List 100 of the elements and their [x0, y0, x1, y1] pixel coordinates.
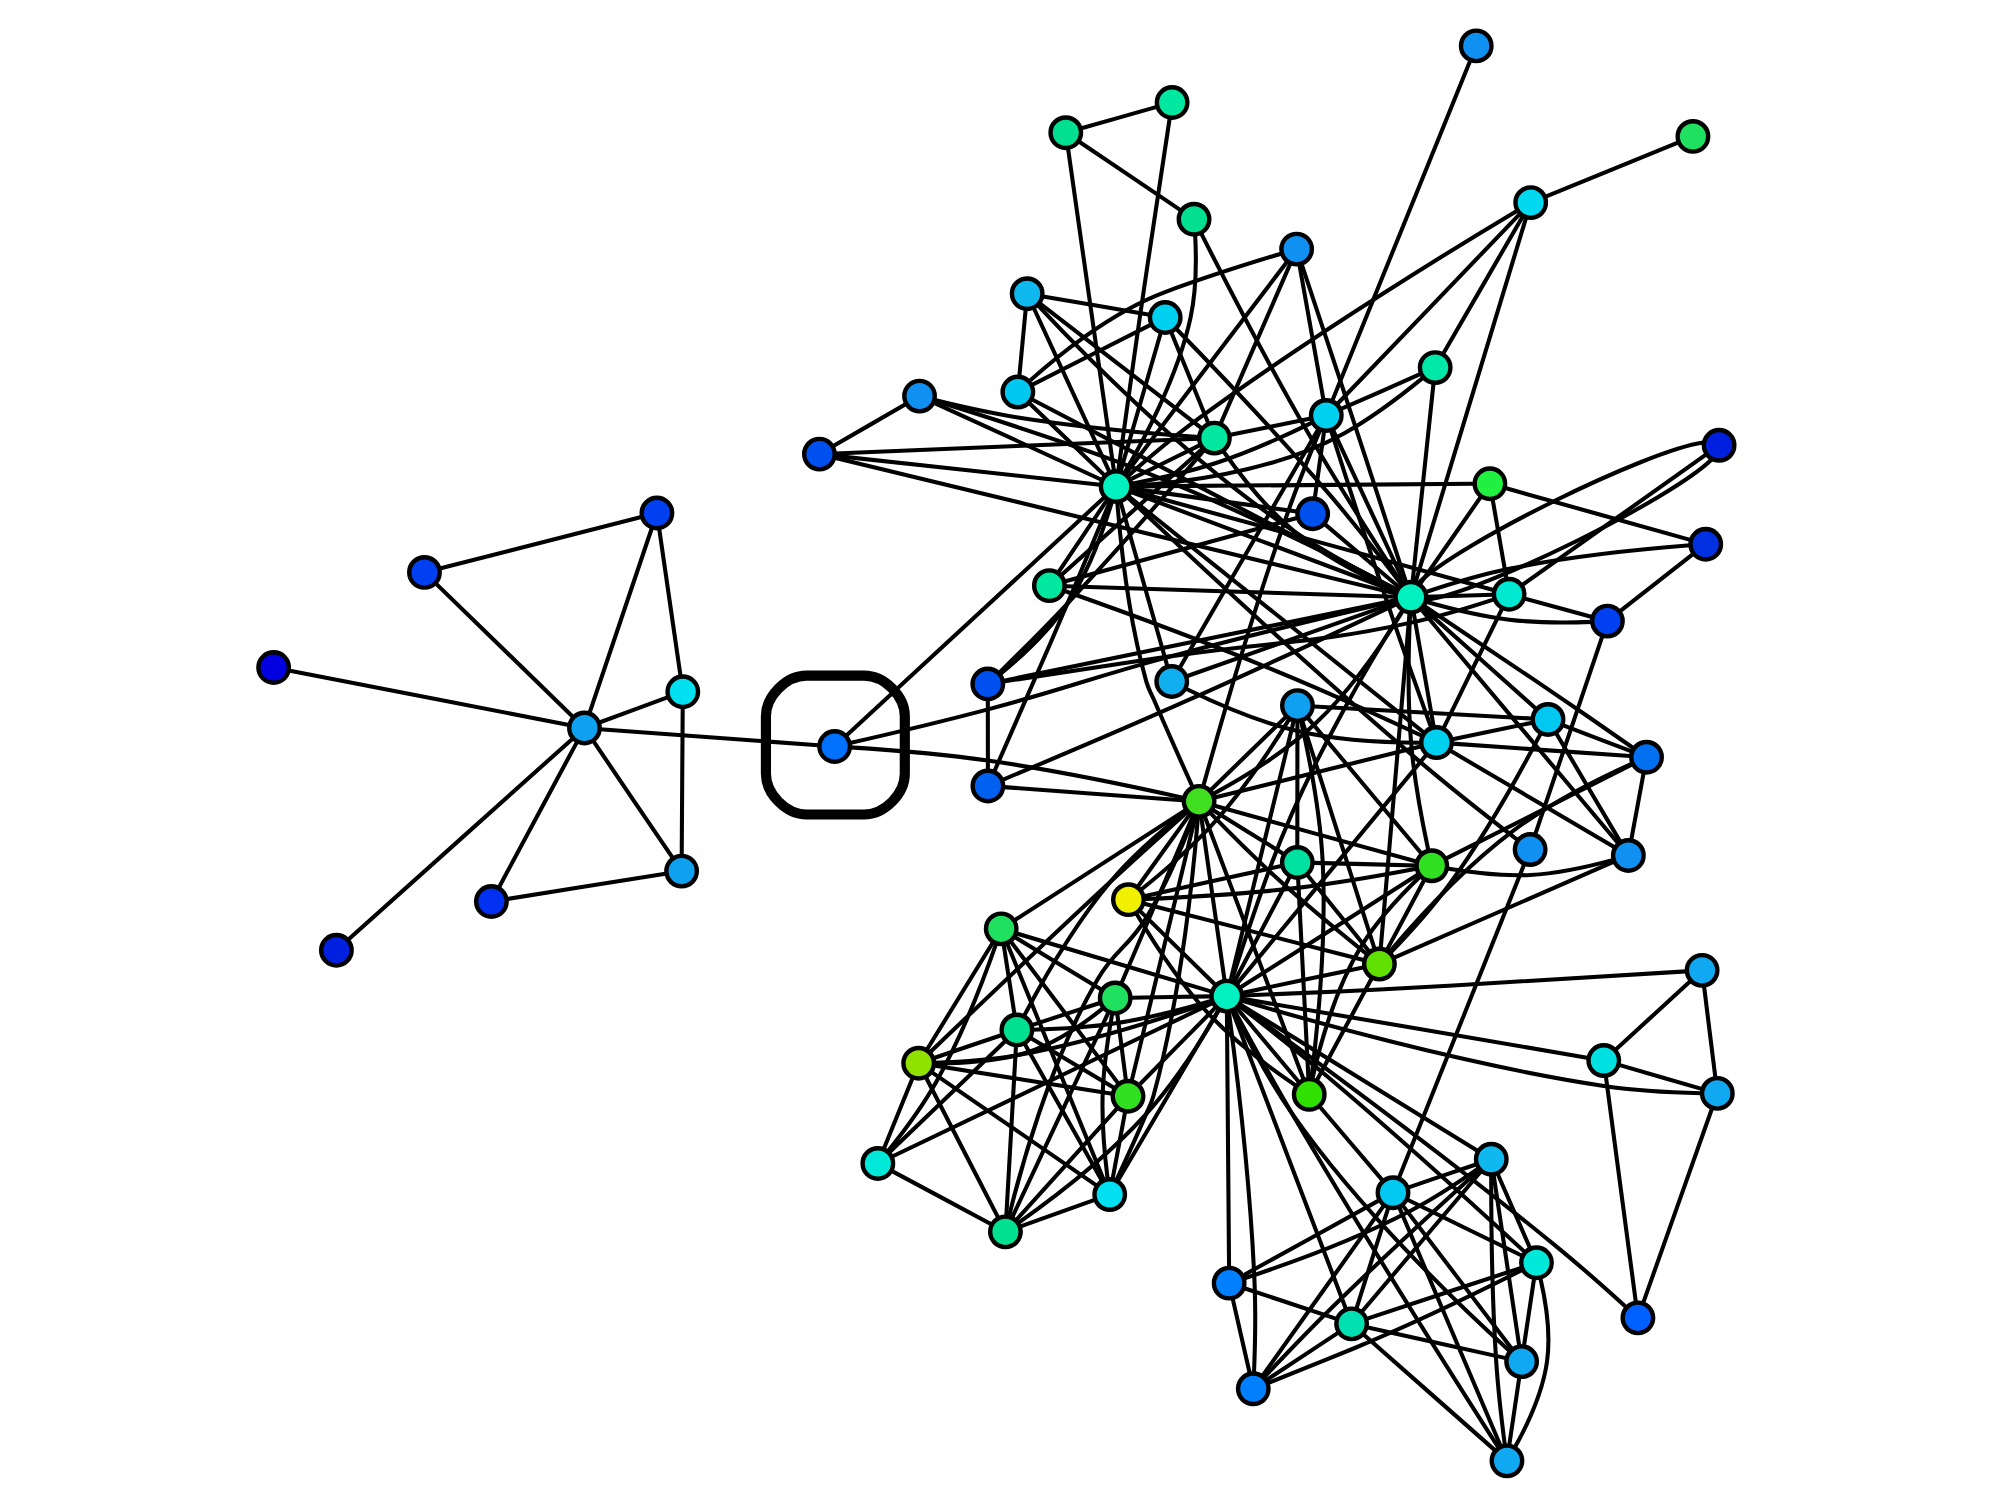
connector	[1360, 1169, 1483, 1314]
node-circle	[1684, 952, 1720, 988]
connector	[1230, 416, 1312, 437]
connector	[1441, 607, 1505, 729]
node-circle	[407, 554, 442, 590]
node-circle	[1504, 1344, 1540, 1380]
connector	[1242, 969, 1687, 998]
connector	[1295, 721, 1300, 847]
connector	[1239, 872, 1420, 990]
connector	[1452, 741, 1631, 759]
connector	[1132, 481, 1475, 489]
connector	[1331, 428, 1406, 584]
node-circle	[1308, 398, 1344, 433]
connector	[1013, 808, 1187, 923]
connector	[1495, 1173, 1533, 1250]
connector	[439, 515, 642, 571]
connector	[1426, 458, 1713, 602]
node-circle	[1414, 848, 1450, 884]
node-circle	[256, 650, 292, 685]
connector	[891, 1001, 1214, 1159]
connector	[1138, 1005, 1218, 1086]
connector	[347, 737, 574, 942]
connector	[882, 1078, 915, 1149]
connector	[1490, 498, 1509, 579]
connector	[1212, 610, 1404, 796]
connector	[1504, 486, 1691, 542]
node-circle	[664, 853, 700, 889]
connector	[1702, 986, 1718, 1078]
connector	[1023, 1042, 1104, 1182]
connector	[1126, 208, 1519, 478]
connector	[1300, 720, 1377, 950]
connector	[1137, 908, 1217, 986]
connector	[1554, 731, 1622, 843]
connector	[1449, 748, 1616, 850]
connector	[1243, 1167, 1480, 1281]
connector	[1422, 604, 1636, 751]
connector	[1230, 1010, 1348, 1310]
connector	[1126, 495, 1519, 841]
connector	[1339, 372, 1422, 412]
connector	[1031, 397, 1398, 592]
connector	[1032, 998, 1212, 1032]
node-circle	[1375, 1175, 1411, 1211]
connector	[1129, 816, 1198, 1081]
connector	[1241, 965, 1365, 995]
node-circle	[1110, 1078, 1146, 1114]
connector	[1297, 264, 1326, 401]
connector	[1066, 584, 1396, 599]
node-circle	[1000, 374, 1036, 410]
node-circle	[1701, 427, 1737, 463]
connector	[1228, 720, 1296, 981]
node-circle	[1491, 576, 1527, 612]
connector	[288, 668, 570, 727]
node-circle	[1154, 664, 1190, 699]
connector	[1080, 104, 1158, 131]
connector	[1507, 1377, 1522, 1446]
connector	[1387, 761, 1633, 954]
connector	[1066, 148, 1116, 472]
node-circle	[1209, 978, 1245, 1014]
node-circle	[1334, 1306, 1370, 1342]
node-circle	[1235, 1371, 1271, 1407]
connector	[992, 500, 1112, 773]
connector	[1310, 874, 1422, 1080]
connector	[1235, 1006, 1301, 1084]
connector	[1130, 488, 1495, 593]
connector	[1231, 1009, 1512, 1353]
connector	[1330, 60, 1473, 401]
node-circle	[902, 378, 937, 414]
connector	[1002, 597, 1495, 684]
connector	[1124, 260, 1289, 475]
node-circle	[1610, 838, 1646, 873]
connector	[1169, 331, 1211, 424]
connector	[1019, 1198, 1096, 1229]
connector	[1378, 612, 1412, 949]
connector	[849, 745, 1185, 800]
node-circle	[1489, 1443, 1525, 1479]
node-circle	[999, 1012, 1035, 1048]
connector	[1235, 753, 1428, 986]
node-circle	[1009, 276, 1045, 312]
connector	[1010, 1011, 1111, 1219]
connector	[931, 1070, 1099, 1188]
connector	[1421, 606, 1538, 711]
connector	[1178, 428, 1320, 669]
connector	[1130, 443, 1201, 481]
connector	[1407, 1162, 1477, 1190]
connector	[1036, 304, 1398, 592]
connector	[1229, 609, 1404, 981]
node-circle	[1154, 85, 1190, 120]
connector	[1388, 732, 1543, 955]
connector	[1014, 935, 1104, 992]
node-circle	[1620, 1300, 1656, 1336]
connector	[924, 1076, 1000, 1219]
connector	[888, 1039, 1007, 1154]
connector	[1127, 494, 1426, 735]
connector	[1406, 612, 1431, 851]
node-circle	[1586, 1043, 1622, 1078]
connector	[1029, 1036, 1116, 1090]
connector	[1544, 140, 1680, 199]
connector	[1521, 1278, 1536, 1347]
connector	[506, 871, 666, 902]
connector	[1641, 1107, 1714, 1304]
